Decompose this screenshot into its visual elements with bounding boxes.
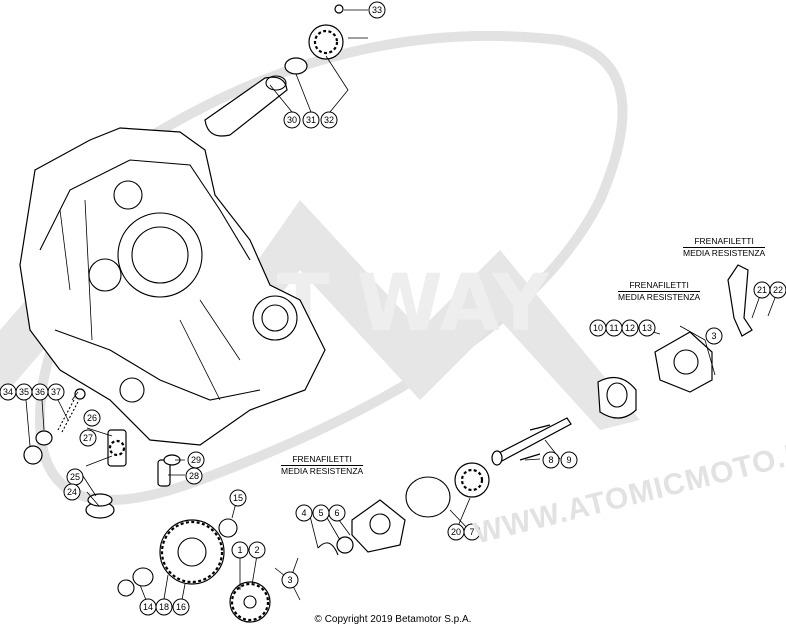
- svg-text:22: 22: [773, 285, 783, 295]
- callout-15: 15: [229, 489, 247, 507]
- callout-29: 29: [187, 451, 205, 469]
- svg-text:9: 9: [566, 455, 571, 465]
- callout-1: 1: [231, 541, 249, 559]
- callout-28: 28: [185, 467, 203, 485]
- copyright-text: © Copyright 2019 Betamotor S.p.A.: [314, 614, 472, 625]
- svg-text:3: 3: [287, 575, 292, 585]
- svg-text:13: 13: [642, 323, 652, 333]
- note-threadlocker-right: FRENAFILETTI MEDIA RESISTENZA: [683, 236, 766, 258]
- svg-text:34: 34: [3, 387, 13, 397]
- callout-10: 10: [589, 319, 607, 337]
- svg-text:11: 11: [609, 323, 618, 333]
- svg-text:29: 29: [191, 455, 201, 465]
- svg-text:32: 32: [324, 115, 334, 125]
- callout-35: 35: [15, 383, 33, 401]
- callout-36: 36: [31, 383, 49, 401]
- svg-text:3: 3: [711, 331, 716, 341]
- svg-text:5: 5: [318, 508, 323, 518]
- callout-21: 21: [753, 281, 771, 299]
- callout-11: 11: [605, 319, 623, 337]
- callout-5: 5: [312, 504, 330, 522]
- callout-20: 20: [447, 523, 465, 541]
- svg-text:18: 18: [159, 602, 169, 612]
- callout-31: 31: [302, 111, 320, 129]
- svg-text:1: 1: [237, 545, 242, 555]
- relief-valve-parts: [23, 388, 181, 519]
- note-threadlocker-left: FRENAFILETTI MEDIA RESISTENZA: [281, 454, 364, 476]
- callout-22: 22: [769, 281, 786, 299]
- svg-text:33: 33: [372, 5, 382, 15]
- oil-filter-assembly: [204, 4, 368, 137]
- svg-text:36: 36: [35, 387, 45, 397]
- oil-pump-assembly: [317, 264, 753, 556]
- svg-text:2: 2: [254, 545, 259, 555]
- callout-2: 2: [248, 541, 266, 559]
- callout-18: 18: [155, 598, 173, 616]
- note-threadlocker-mid: FRENAFILETTI MEDIA RESISTENZA: [618, 280, 701, 302]
- callout-9: 9: [560, 451, 578, 469]
- callout-6: 6: [328, 504, 346, 522]
- svg-text:27: 27: [83, 433, 93, 443]
- callout-25: 25: [66, 468, 84, 486]
- callout-13: 13: [638, 319, 656, 337]
- svg-text:8: 8: [548, 455, 553, 465]
- svg-text:25: 25: [70, 472, 80, 482]
- callout-27: 27: [79, 429, 97, 447]
- svg-text:6: 6: [334, 508, 339, 518]
- pump-gears: [117, 518, 271, 623]
- svg-text:14: 14: [143, 602, 153, 612]
- svg-text:15: 15: [233, 493, 243, 503]
- callout-16: 16: [172, 598, 190, 616]
- callout-4: 4: [295, 504, 313, 522]
- svg-text:37: 37: [51, 387, 61, 397]
- svg-text:31: 31: [306, 115, 316, 125]
- svg-text:28: 28: [189, 471, 199, 481]
- svg-text:4: 4: [301, 508, 306, 518]
- svg-text:12: 12: [625, 323, 635, 333]
- callout-32: 32: [320, 111, 338, 129]
- callout-14: 14: [139, 598, 157, 616]
- svg-text:24: 24: [67, 487, 77, 497]
- callout-33: 33: [368, 1, 386, 19]
- callout-3-lower: 3: [281, 571, 299, 589]
- svg-text:16: 16: [176, 602, 186, 612]
- svg-text:21: 21: [757, 285, 767, 295]
- svg-text:7: 7: [469, 527, 474, 537]
- callout-7: 7: [463, 523, 481, 541]
- svg-text:20: 20: [451, 527, 461, 537]
- callout-12: 12: [621, 319, 639, 337]
- callout-24: 24: [63, 483, 81, 501]
- callout-3-right: 3: [705, 327, 723, 345]
- svg-text:35: 35: [19, 387, 29, 397]
- callout-8: 8: [542, 451, 560, 469]
- crankcase-half: [19, 127, 326, 446]
- callout-30: 30: [283, 111, 301, 129]
- svg-text:26: 26: [87, 413, 97, 423]
- svg-text:10: 10: [593, 323, 603, 333]
- callout-34: 34: [0, 383, 17, 401]
- callout-26: 26: [83, 409, 101, 427]
- callout-37: 37: [47, 383, 65, 401]
- svg-text:30: 30: [287, 115, 297, 125]
